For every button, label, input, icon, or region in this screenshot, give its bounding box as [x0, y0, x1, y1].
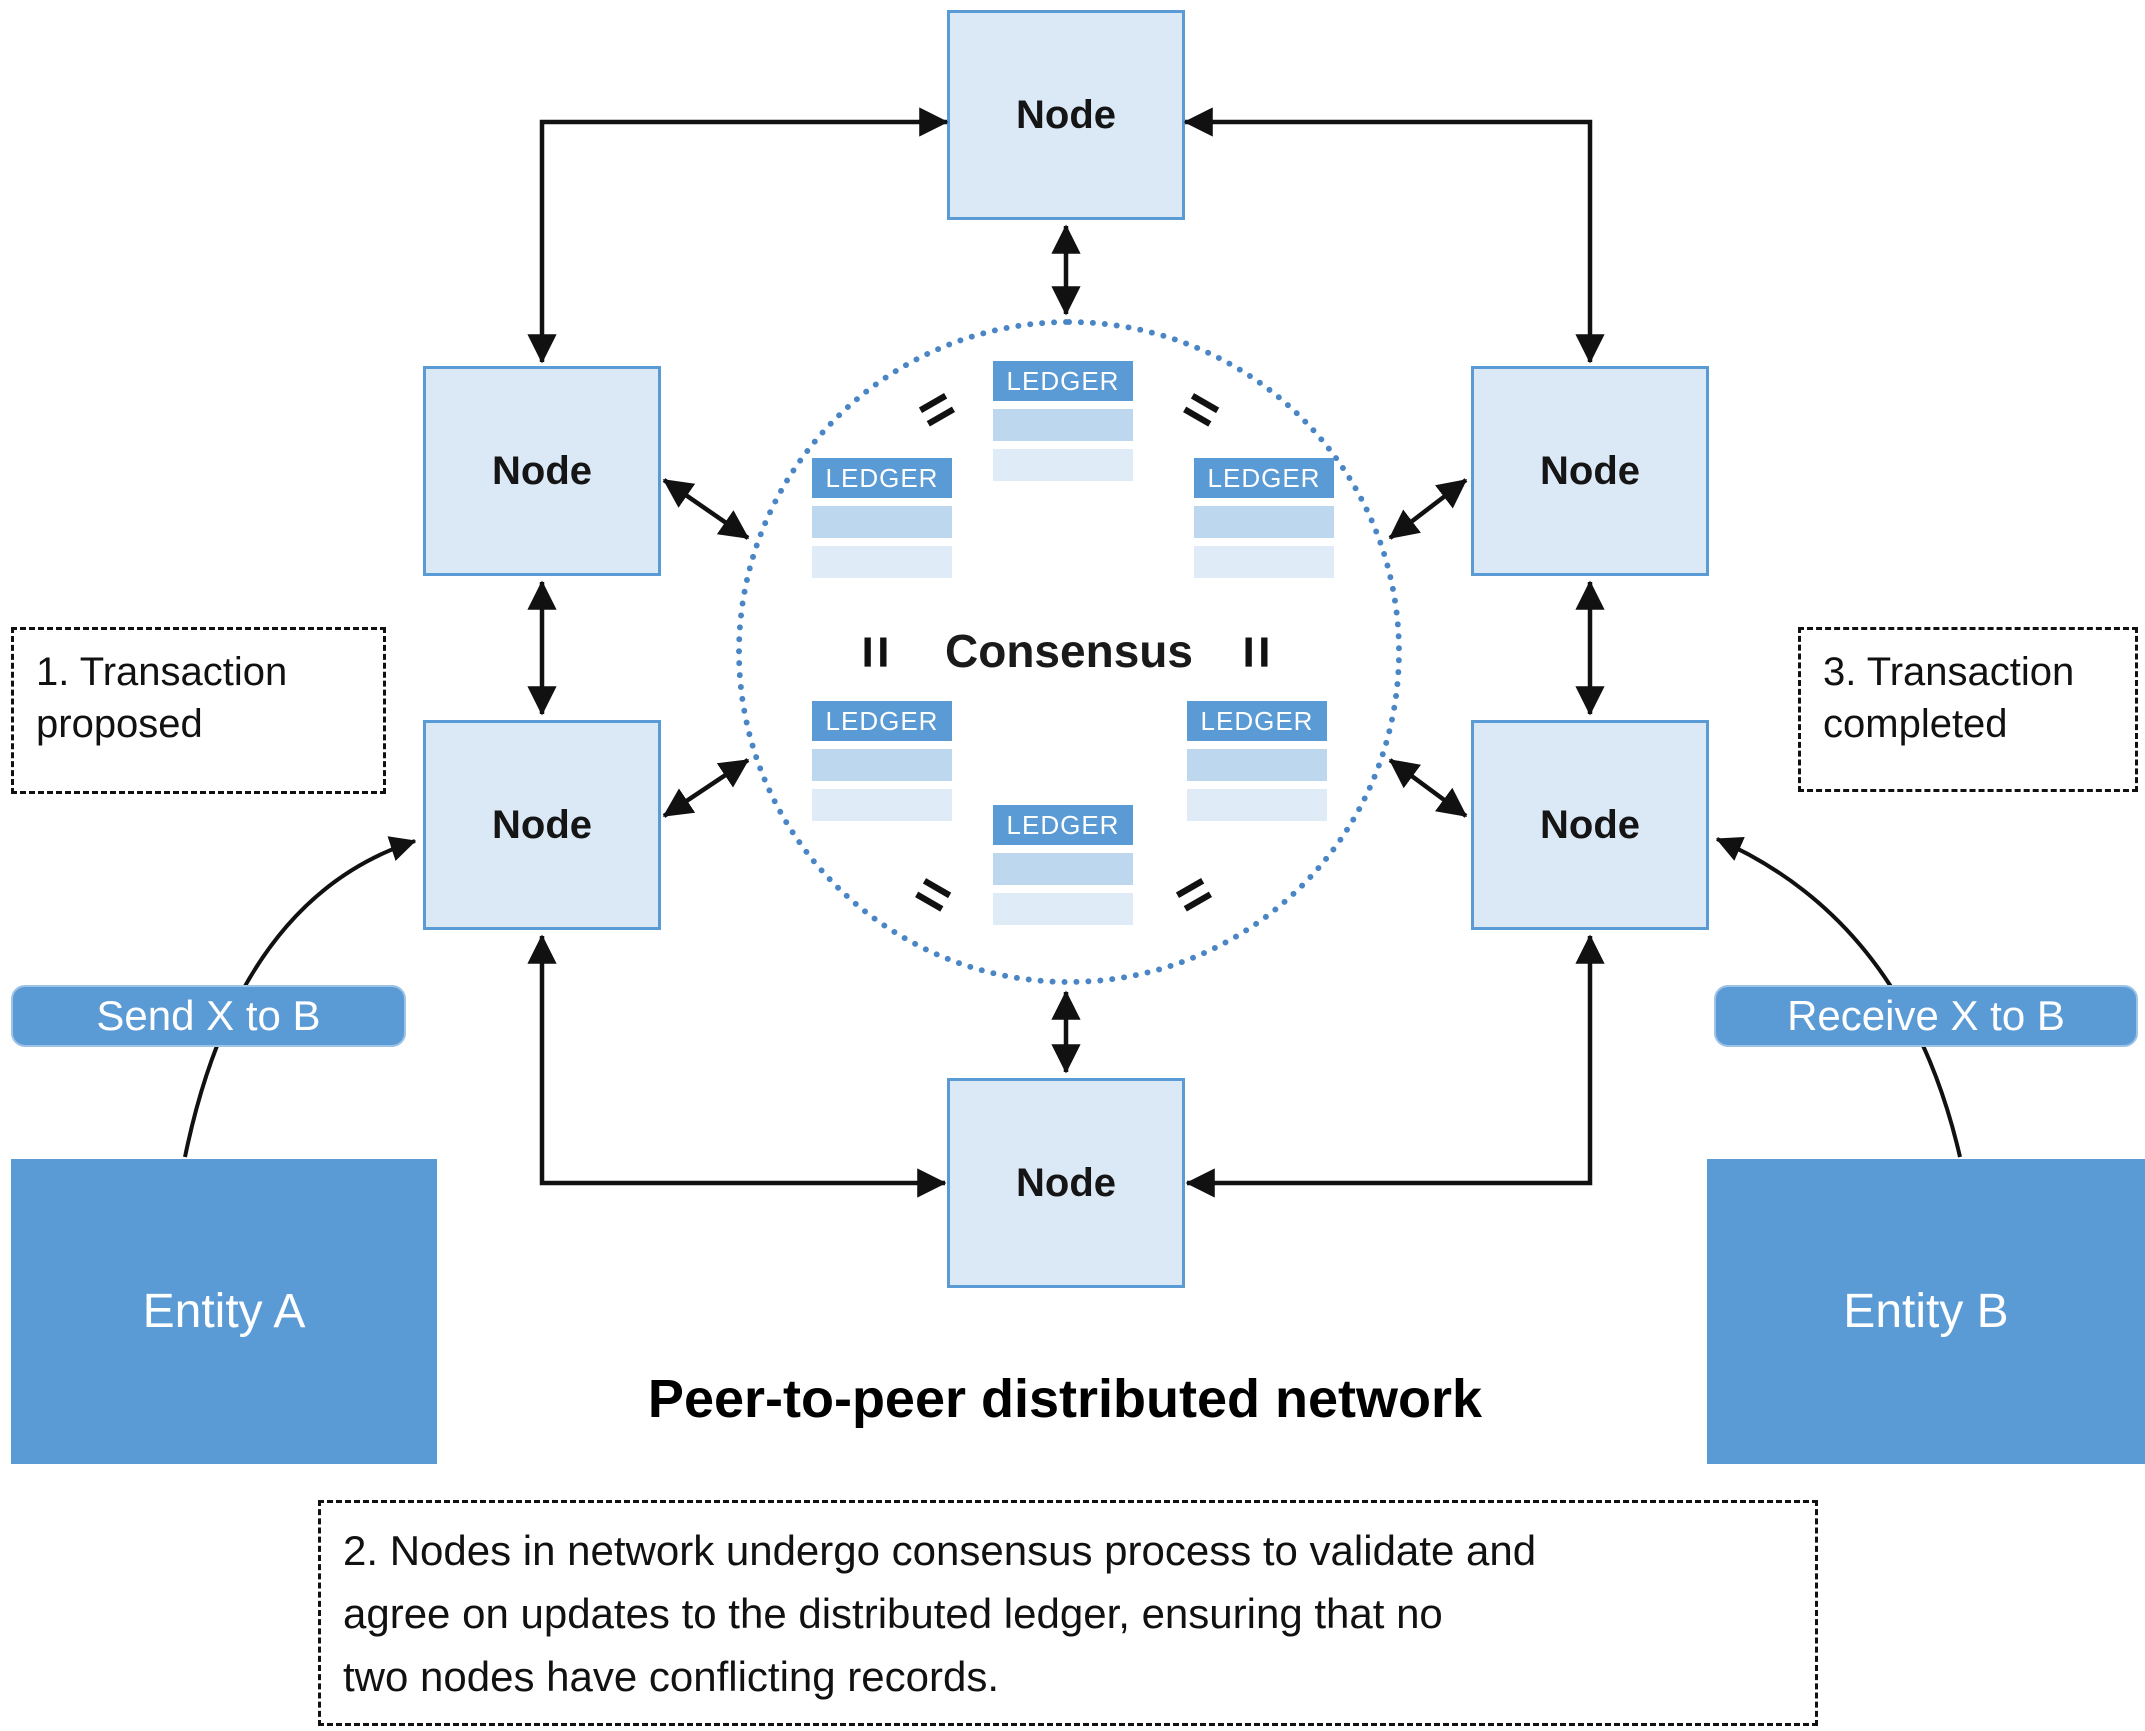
ledger-title: LEDGER	[993, 805, 1133, 845]
arrow-topnode-upperleft	[527, 107, 949, 364]
ledger-row	[812, 506, 952, 538]
ledger-row	[812, 789, 952, 821]
equals-icon: =	[843, 635, 908, 669]
ledger-row	[1187, 749, 1327, 781]
step3-line: completed	[1823, 702, 2008, 746]
ledger-title: LEDGER	[812, 701, 952, 741]
step3-line: 3. Transaction	[1823, 650, 2075, 694]
ledger-title: LEDGER	[1194, 458, 1334, 498]
node-mid-left: Node	[423, 720, 661, 930]
step2-annotation: 2. Nodes in network undergo consensus pr…	[318, 1500, 1818, 1726]
node-upper-left: Node	[423, 366, 661, 576]
step3-annotation: 3. Transaction completed	[1798, 627, 2138, 792]
arrow-bottomnode-midright	[1185, 934, 1605, 1198]
node-top: Node	[947, 10, 1185, 220]
arrow-midright-circle	[1388, 758, 1468, 818]
ledger-row	[993, 409, 1133, 441]
equals-icon: =	[1224, 635, 1289, 669]
entity-a-box: Entity A	[11, 1159, 437, 1464]
consensus-label: Consensus	[945, 625, 1193, 677]
ledger-lower-right: LEDGER	[1187, 701, 1327, 821]
step1-line: 1. Transaction	[36, 650, 288, 694]
ledger-row	[1194, 506, 1334, 538]
node-bottom: Node	[947, 1078, 1185, 1288]
ledger-row	[812, 546, 952, 578]
node-mid-right: Node	[1471, 720, 1709, 930]
ledger-title: LEDGER	[1187, 701, 1327, 741]
ledger-right: LEDGER	[1194, 458, 1334, 578]
ledger-left: LEDGER	[812, 458, 952, 578]
receive-label: Receive X to B	[1714, 985, 2138, 1047]
ledger-title: LEDGER	[993, 361, 1133, 401]
step1-annotation: 1. Transaction proposed	[11, 627, 386, 794]
arrow-upperright-circle	[1388, 478, 1468, 540]
node-upper-right: Node	[1471, 366, 1709, 576]
ledger-title: LEDGER	[812, 458, 952, 498]
ledger-row	[993, 853, 1133, 885]
ledger-lower-left: LEDGER	[812, 701, 952, 821]
ledger-row	[1187, 789, 1327, 821]
ledger-row	[993, 449, 1133, 481]
ledger-row	[1194, 546, 1334, 578]
entity-b-box: Entity B	[1707, 1159, 2145, 1464]
step2-line: 2. Nodes in network undergo consensus pr…	[343, 1527, 1537, 1574]
arrow-bottomnode-midleft	[527, 934, 947, 1198]
arrow-topnode-upperright	[1183, 107, 1605, 364]
ledger-row	[812, 749, 952, 781]
ledger-row	[993, 893, 1133, 925]
send-label: Send X to B	[11, 985, 406, 1047]
step1-line: proposed	[36, 702, 203, 746]
step2-line: two nodes have conflicting records.	[343, 1653, 1000, 1700]
diagram-title: Peer-to-peer distributed network	[647, 1369, 1483, 1429]
arrow-upperleft-circle	[662, 478, 750, 540]
ledger-top: LEDGER	[993, 361, 1133, 481]
step2-line: agree on updates to the distributed ledg…	[343, 1590, 1443, 1637]
arrow-midleft-circle	[662, 758, 750, 818]
ledger-bottom: LEDGER	[993, 805, 1133, 925]
